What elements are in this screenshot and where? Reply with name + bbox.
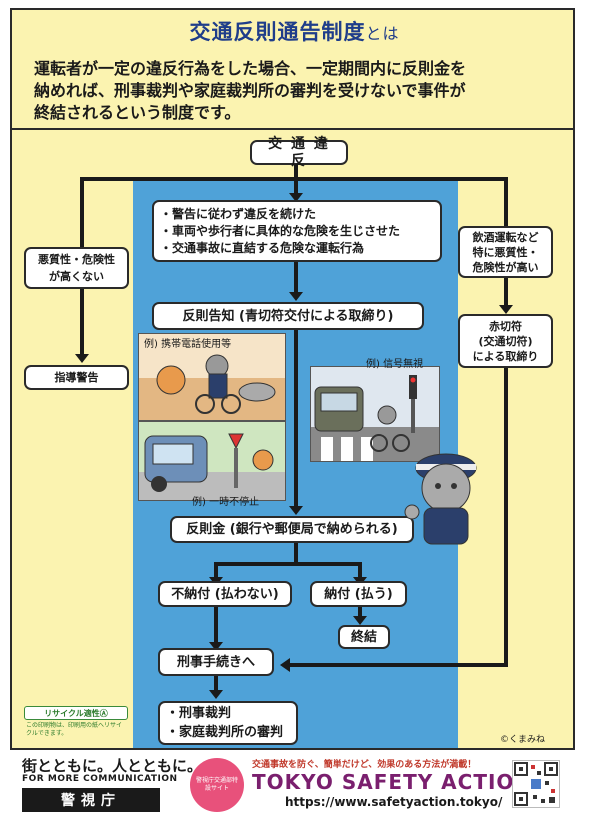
illustration-signal-ignore [310, 366, 440, 462]
brand-logo: TOKYO SAFETY ACTION [252, 770, 533, 794]
connector [214, 562, 362, 566]
police-cat-mascot [398, 448, 490, 548]
caption-ex3: 例) 一時不停止 [192, 497, 260, 508]
box-end: 終結 [338, 625, 390, 649]
label-line: ・家庭裁判所の審判 [166, 725, 284, 740]
box-paid: 納付 (払う) [310, 581, 407, 607]
box-notice: 反則告知 (青切符交付による取締り) [152, 302, 424, 330]
condition-line: ・交通事故に直結する危険な運転行為 [160, 240, 365, 255]
arrow-icon [289, 506, 303, 515]
label-line: (交通切符) [478, 334, 533, 348]
intro-text: 運転者が一定の違反行為をした場合、一定期間内に反則金を 納めれば、刑事裁判や家庭… [34, 58, 564, 124]
label-line: 危険性が高い [472, 260, 539, 274]
qr-pattern [514, 762, 558, 806]
connector [504, 367, 508, 667]
intro-line: 終結されるという制度です。 [34, 103, 241, 122]
box-red-ticket: 赤切符(交通切符)による取締り [458, 314, 553, 368]
connector [294, 330, 298, 506]
connector [504, 177, 508, 227]
agency-name: 警視庁 [22, 788, 160, 812]
slogan-en: FOR MORE COMMUNICATION [22, 774, 178, 784]
stop-scene [139, 433, 285, 500]
arrow-icon [209, 642, 223, 651]
intro-line: 運転者が一定の違反行為をした場合、一定期間内に反則金を [34, 59, 467, 78]
connector [358, 562, 362, 578]
connector [290, 663, 508, 667]
box-unpaid: 不納付 (払わない) [158, 581, 292, 607]
site-url[interactable]: https://www.safetyaction.tokyo/ [285, 795, 503, 809]
phone-use-scene [139, 334, 285, 420]
connector [80, 288, 84, 354]
illustration-phone-use [138, 333, 286, 421]
arrow-left-icon [280, 658, 290, 672]
illustration-stop-sign [138, 421, 286, 501]
box-low-risk: 悪質性・危険性が高くない [24, 247, 129, 289]
page-title: 交通反則通告制度とは [189, 20, 400, 44]
arrow-icon [353, 616, 367, 625]
arrow-icon [289, 193, 303, 202]
police-cat-icon [404, 453, 477, 545]
box-trials: ・刑事裁判・家庭裁判所の審判 [158, 701, 298, 745]
box-traffic-violation: 交 通 違 反 [250, 136, 348, 169]
recycle-badge: リサイクル適性Ⓐ [24, 706, 128, 720]
condition-line: ・車両や歩行者に具体的な危険を生じさせた [160, 223, 401, 238]
label-line: による取締り [472, 349, 539, 363]
connector [214, 606, 218, 644]
label-line: 特に悪質性・ [472, 245, 539, 259]
label-line: 飲酒運転など [472, 230, 539, 244]
label-line: が高くない [49, 270, 104, 283]
connector [80, 177, 84, 247]
arrow-icon [75, 354, 89, 363]
connector [294, 262, 298, 292]
connector [214, 562, 218, 578]
caption-ex2: 例) 信号無視 [366, 359, 424, 370]
caption-ex1: 例) 携帯電話使用等 [144, 339, 232, 350]
tagline: 交通事故を防ぐ、簡単だけど、効果のある方法が満載！ [252, 760, 477, 770]
label-line: 赤切符 [488, 319, 522, 333]
box-conditions: ・警告に従わず違反を続けた ・車両や歩行者に具体的な危険を生じさせた ・交通事故… [152, 200, 442, 262]
recycle-note: この印刷物は、印刷用の紙へリサイクルできます。 [26, 722, 123, 737]
header-panel: 交通反則通告制度とは 運転者が一定の違反行為をした場合、一定期間内に反則金を 納… [10, 8, 575, 130]
connector [358, 606, 362, 618]
intro-line: 納めれば、刑事裁判や家庭裁判所の審判を受けないで事件が [34, 81, 466, 100]
box-warning: 指導警告 [24, 365, 129, 390]
box-criminal: 刑事手続きへ [158, 648, 274, 676]
qr-code-icon[interactable] [512, 760, 560, 808]
slogan: 街とともに。人とともに。 [22, 757, 203, 775]
arrow-icon [209, 690, 223, 699]
label-line: ・刑事裁判 [166, 706, 232, 721]
connector [294, 542, 298, 564]
label-line: 悪質性・危険性 [38, 253, 115, 266]
box-high-risk: 飲酒運転など特に悪質性・危険性が高い [458, 226, 553, 278]
connector [294, 163, 298, 193]
connector [504, 277, 508, 307]
box-fine: 反則金 (銀行や郵便局で納められる) [170, 516, 414, 543]
special-site-badge: 警視庁交通部特設サイト [190, 758, 244, 812]
arrow-icon [289, 292, 303, 301]
condition-line: ・警告に従わず違反を続けた [160, 206, 317, 221]
signal-scene [311, 375, 439, 461]
arrow-icon [499, 305, 513, 314]
illustrator-credit: ©くまみね [500, 735, 546, 745]
connector [214, 676, 218, 692]
